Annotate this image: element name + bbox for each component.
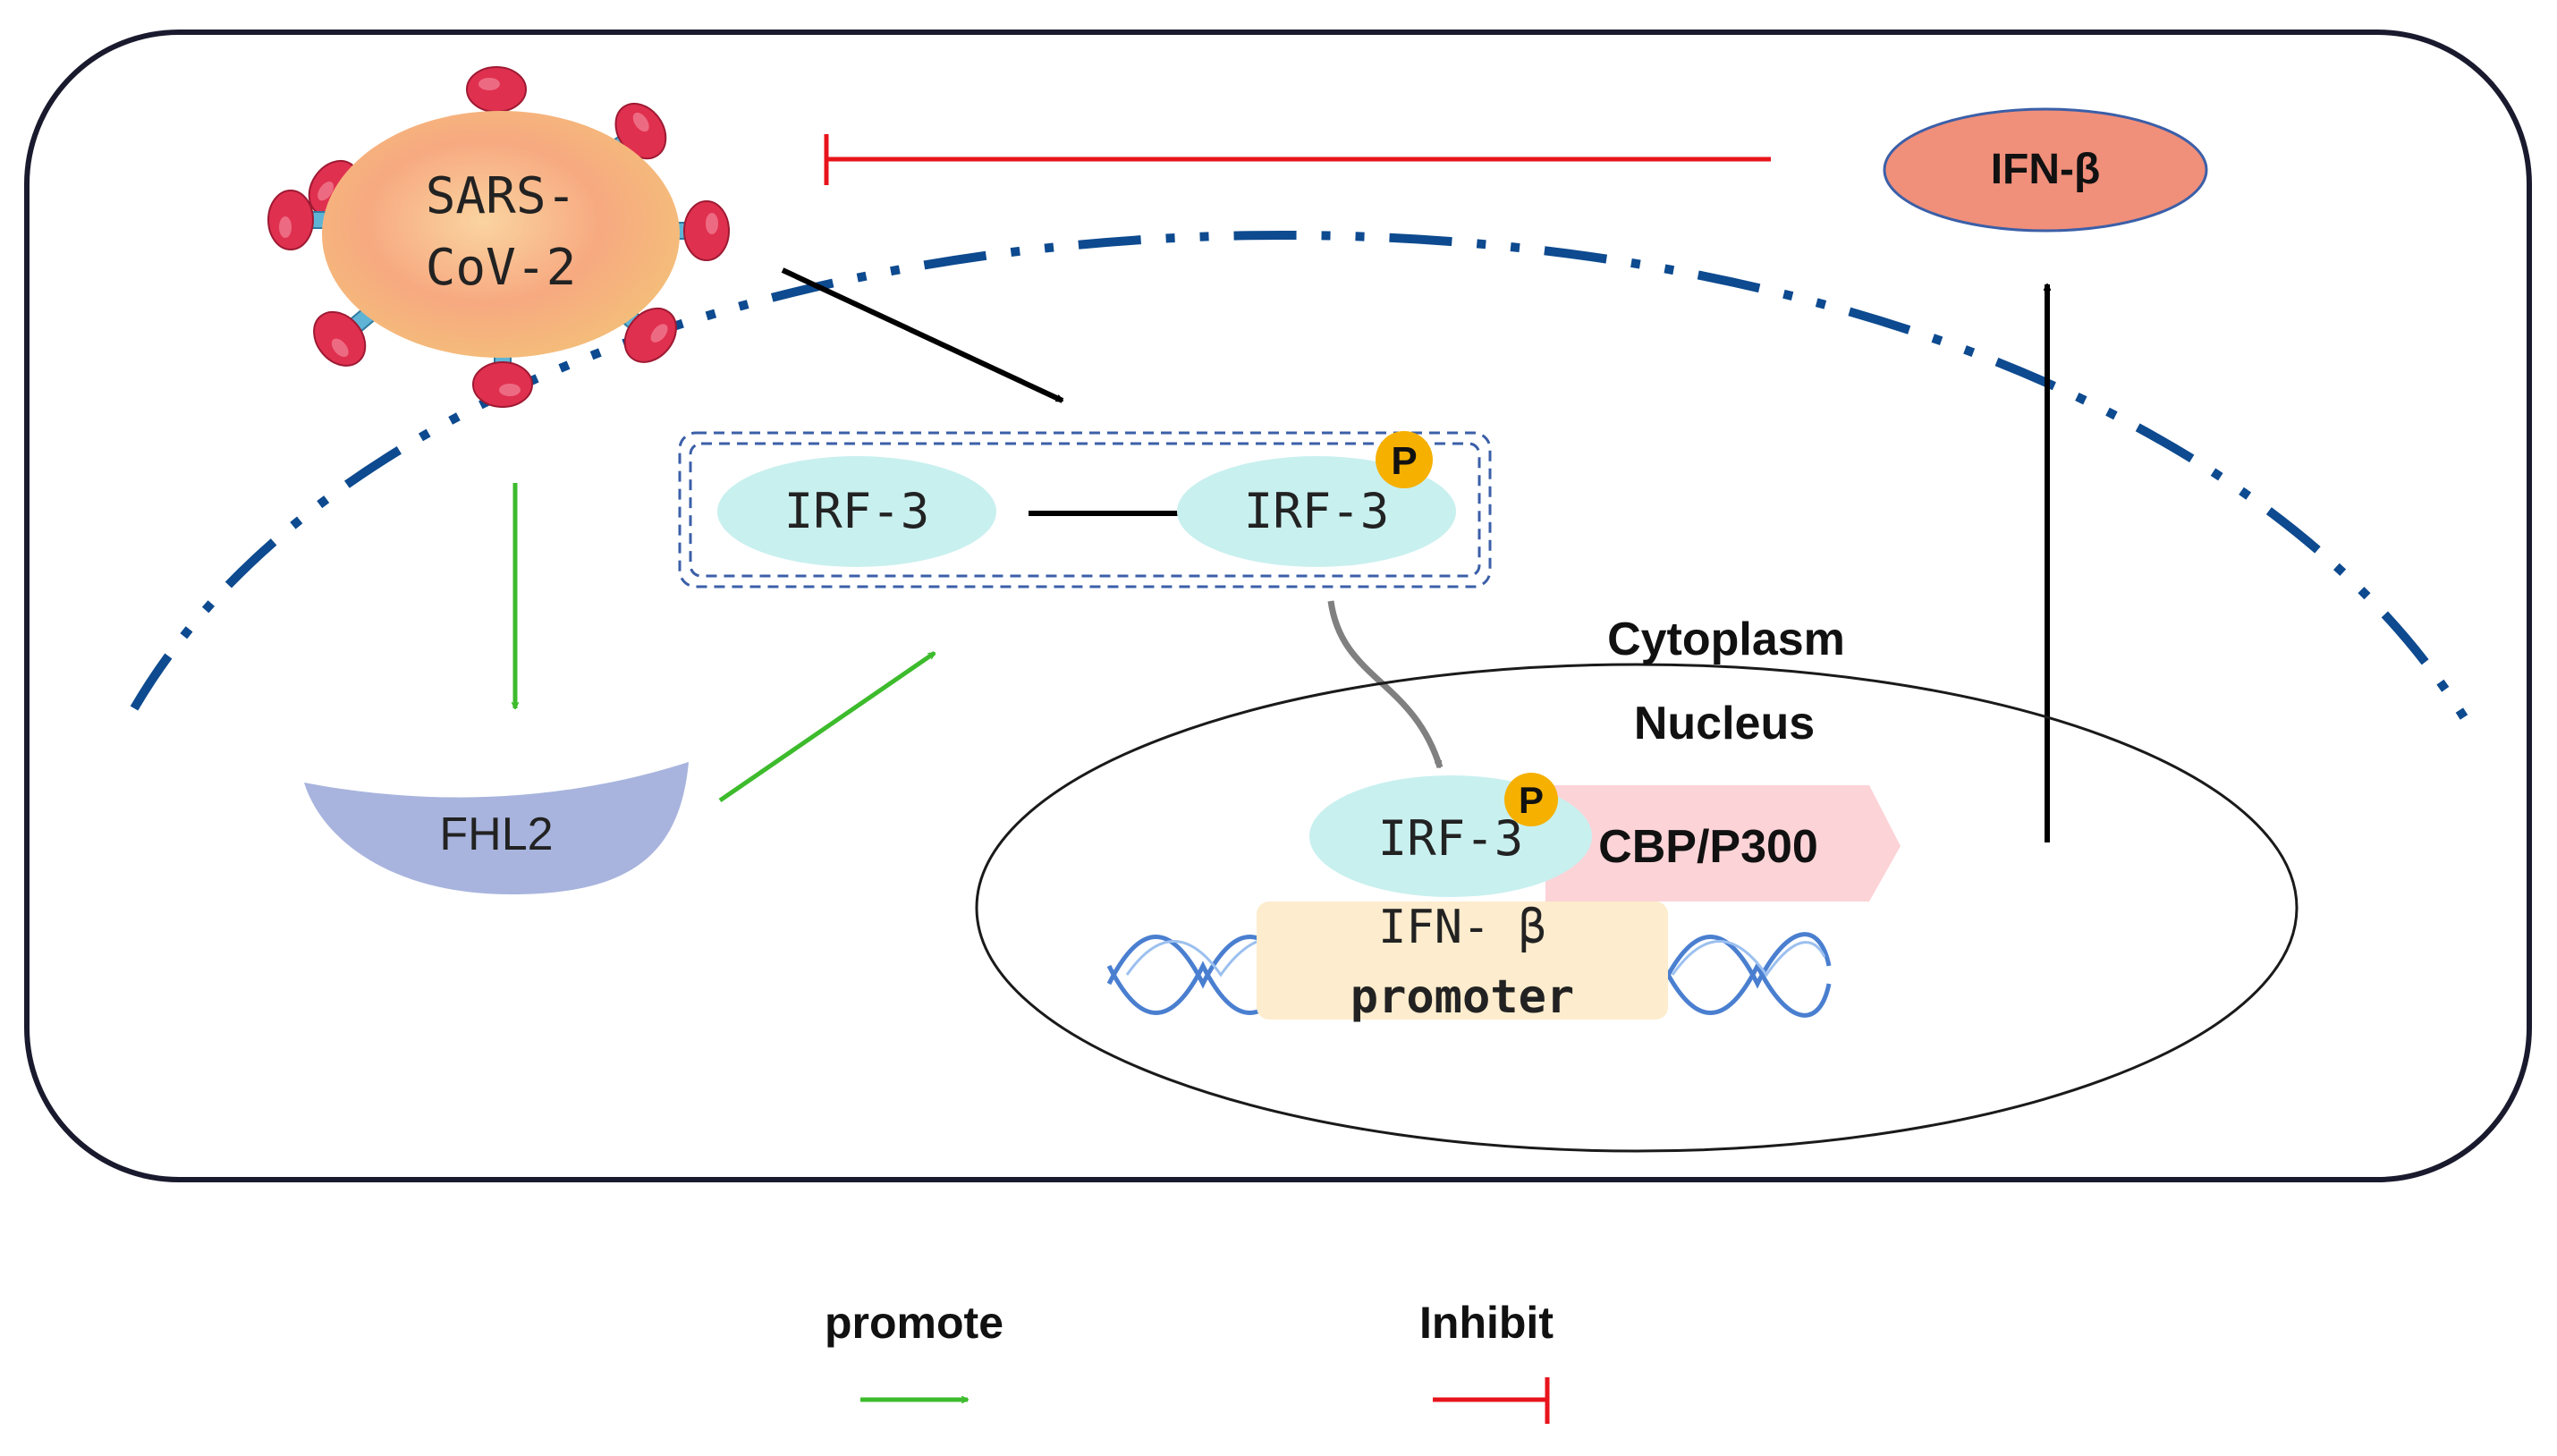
dna-helix-right [1661,932,1832,1018]
virus-label-line2: CoV-2 [426,239,577,297]
irf3-activation-box [678,431,1492,588]
cbp-p300-label: CBP/P300 [1598,821,1818,873]
promoter-label-line2: promoter [1350,970,1574,1024]
promoter-label-line1: IFN- β [1378,901,1546,954]
nuclear-phospho-badge-label: P [1519,779,1544,821]
cbp-p300-coactivator: CBP/P300 [1545,785,1901,902]
fhl2-protein: FHL2 [304,762,689,894]
legend: promote Inhibit [825,1298,1554,1424]
ifn-beta-label: IFN-β [1991,146,2101,193]
irf3-unphosphorylated-label: IRF-3 [784,483,930,539]
legend-inhibit-label: Inhibit [1419,1298,1554,1348]
nuclear-phospho-badge [1504,773,1558,826]
irf3-phosphorylated-label: IRF-3 [1244,483,1390,539]
legend-promote-label: promote [825,1298,1003,1348]
irf3-nuclear-label: IRF-3 [1378,810,1524,867]
fhl2-to-irf3-arrow [718,650,935,803]
irf3-unphosphorylated: IRF-3 [717,456,996,567]
inhibit-ifnb-to-virus-arrow [824,134,1771,185]
ifn-beta-promoter: IFN- β promoter [1257,901,1668,1024]
cell-membrane [24,30,2532,1182]
phospho-badge [1376,431,1433,488]
fhl2-label: FHL2 [439,808,553,860]
ifn-beta-product: IFN-β [1883,107,2208,233]
nuclear-envelope-arc [130,231,2468,720]
sars-cov-2-virus: SARS- CoV-2 [267,66,730,408]
phospho-badge-label: P [1391,439,1417,483]
legend-inhibit-arrow [1433,1377,1550,1424]
virus-label-line1: SARS- [426,167,577,225]
irf3-phosphorylated: IRF-3 P [1177,431,1456,567]
nucleus-label: Nucleus [1634,698,1815,749]
virus-envelope [322,111,680,358]
cytoplasm-label: Cytoplasm [1607,614,1845,665]
irf3-nuclear: IRF-3 P [1309,773,1592,897]
virus-to-irf3-arrow [781,267,1063,403]
nucleus [975,663,2299,1153]
irf3-nuclear-translocation-arrow [1327,600,1444,767]
